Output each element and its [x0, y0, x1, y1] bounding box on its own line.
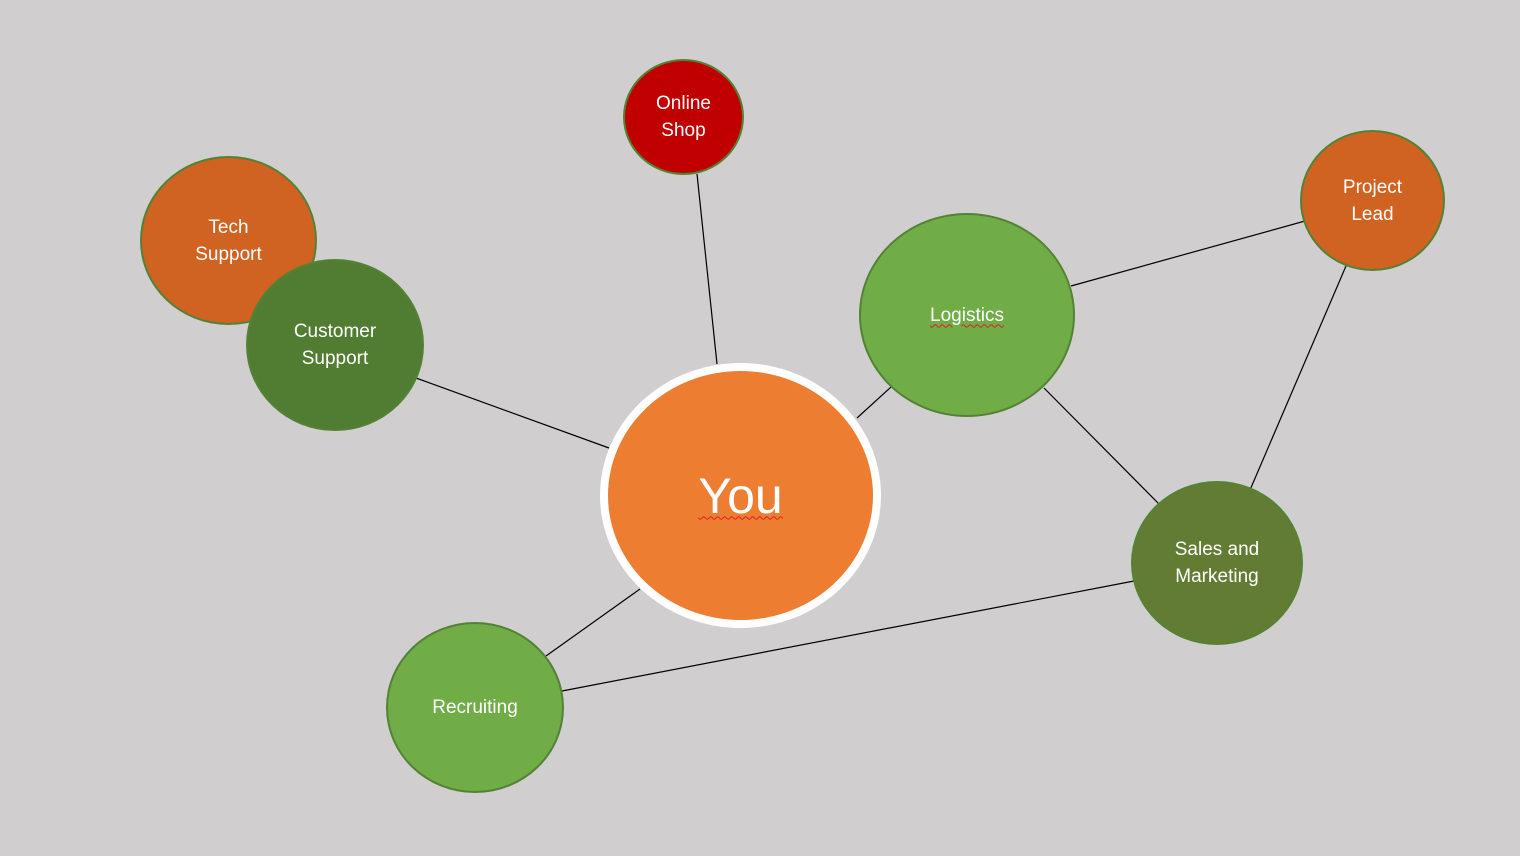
edge-you-online-shop — [696, 173, 718, 365]
node-customer-support[interactable]: Customer Support — [246, 259, 424, 431]
node-recruiting-label: Recruiting — [432, 697, 518, 718]
edge-logistics-sales-marketing — [1043, 387, 1161, 506]
edge-you-logistics — [856, 386, 892, 419]
node-customer-support-label: Customer Support — [293, 321, 377, 369]
node-tech-support[interactable]: Tech Support — [140, 156, 317, 325]
node-tech-support-label: Tech Support — [195, 216, 262, 265]
node-online-shop-label: Online Shop — [656, 93, 711, 141]
node-you[interactable]: You — [600, 363, 881, 628]
edge-project-lead-sales-marketing — [1249, 265, 1347, 491]
node-recruiting[interactable]: Recruiting — [386, 622, 564, 793]
edge-sales-marketing-recruiting — [561, 580, 1135, 692]
node-logistics-label: Logistics — [930, 304, 1004, 326]
node-logistics[interactable]: Logistics — [859, 213, 1075, 417]
edge-you-recruiting — [545, 588, 641, 657]
node-online-shop[interactable]: Online Shop — [623, 59, 744, 175]
node-project-lead[interactable]: Project Lead — [1300, 130, 1445, 271]
node-sales-marketing[interactable]: Sales and Marketing — [1131, 481, 1303, 645]
node-project-lead-label: Project Lead — [1342, 176, 1403, 225]
node-sales-marketing-label: Sales and Marketing — [1174, 539, 1260, 587]
node-you-label: You — [698, 467, 783, 524]
edge-you-customer-support — [415, 377, 610, 449]
edge-logistics-project-lead — [1070, 220, 1306, 287]
